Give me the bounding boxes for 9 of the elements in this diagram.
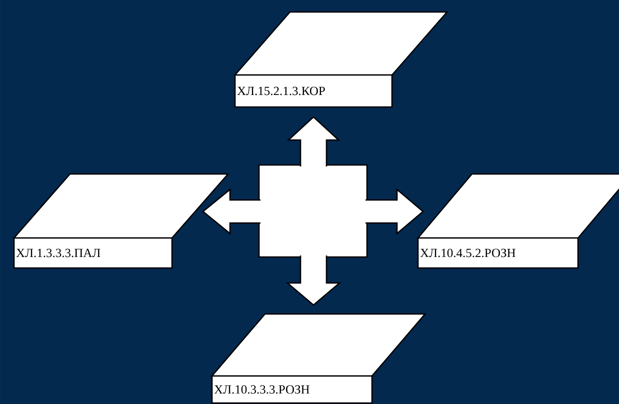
node-label: ХЛ.10.4.5.2.РОЗН <box>420 248 516 258</box>
block-arrow <box>286 254 342 306</box>
node-label: ХЛ.1.3.3.3.ПАЛ <box>16 248 100 258</box>
block-arrow <box>202 188 262 235</box>
block-arrow <box>364 188 424 235</box>
node-label: ХЛ.10.3.3.3.РОЗН <box>214 385 310 394</box>
cross-shape <box>258 164 368 258</box>
block-arrow <box>286 116 340 168</box>
node-label: ХЛ.15.2.1.3.КОР <box>237 86 325 96</box>
